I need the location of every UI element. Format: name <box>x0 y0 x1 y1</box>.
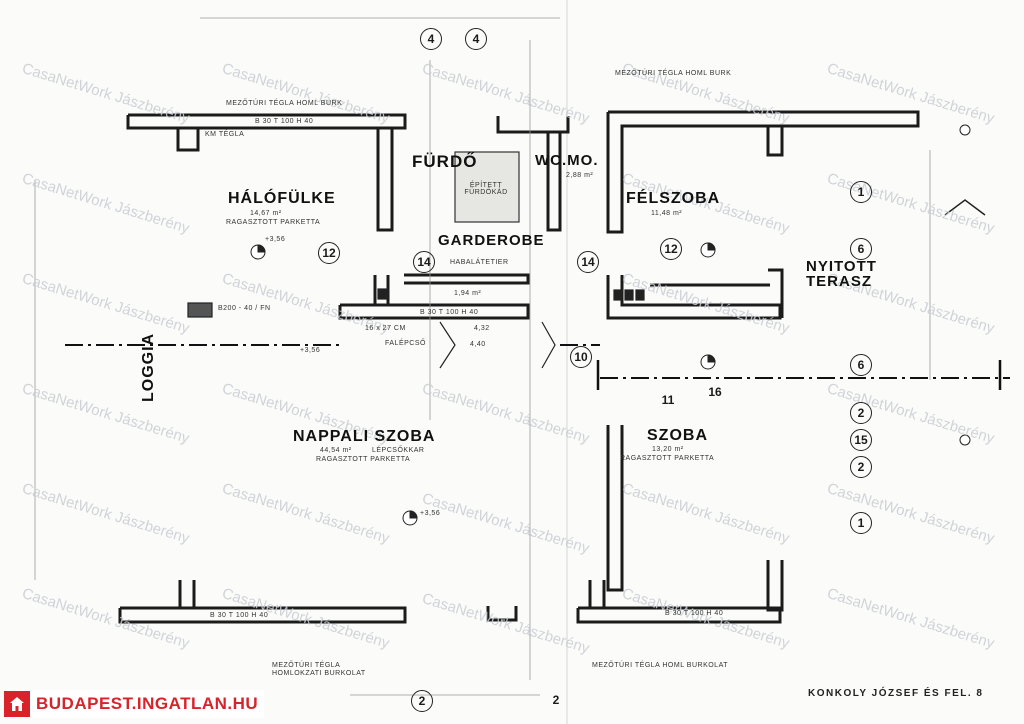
annotation-beam: B 30 T 100 H 40 <box>420 309 479 316</box>
axis-marker: 2 <box>552 693 560 707</box>
room-label-wc: WC.MO. <box>535 152 599 169</box>
axis-marker: 2 <box>850 402 872 424</box>
axis-marker: 6 <box>850 354 872 376</box>
annotation-wall-bottom-left2: HOMLOKZATI BURKOLAT <box>272 670 366 677</box>
room-area-nappali: 44,54 m² <box>320 447 352 454</box>
axis-marker: 2 <box>411 690 433 712</box>
annotation-dim: 4,32 <box>474 325 490 332</box>
annotation-level: +3,56 <box>265 236 286 243</box>
room-floor-nappali: RAGASZTOTT PARKETTA <box>316 456 411 463</box>
room-area-wc: 2,88 m² <box>566 172 594 179</box>
annotation-dim: 4,40 <box>470 341 486 348</box>
axis-marker: 2 <box>850 456 872 478</box>
room-label-halofulke: HÁLÓFÜLKE <box>228 190 336 207</box>
house-icon <box>4 691 30 717</box>
axis-marker: 1 <box>850 512 872 534</box>
annotation-beam: B 30 T 100 H 40 <box>665 610 724 617</box>
room-area-szoba: 13,20 m² <box>652 446 684 453</box>
site-logo[interactable]: BUDAPEST.INGATLAN.HU <box>4 690 265 718</box>
axis-marker: 12 <box>318 242 340 264</box>
annotation-level: +3,56 <box>420 510 441 517</box>
annotation-km-tegla: KM TÉGLA <box>205 131 245 138</box>
annotation-level: +3,56 <box>300 347 321 354</box>
room-floor-szoba: RAGASZTOTT PARKETTA <box>620 455 715 462</box>
room-label-terasz-line1: NYITOTT <box>806 258 877 275</box>
axis-marker: 4 <box>420 28 442 50</box>
axis-marker: 12 <box>660 238 682 260</box>
annotation-stair: 16 x 27 CM <box>365 325 406 332</box>
room-note-nappali: LÉPCSŐKKAR <box>372 447 425 454</box>
axis-marker: 10 <box>570 346 592 368</box>
axis-marker: 6 <box>850 238 872 260</box>
axis-marker: 15 <box>850 429 872 451</box>
annotation-beam: B 30 T 100 H 40 <box>210 612 269 619</box>
room-note-garderobe: HABALÁTETIER <box>450 259 509 266</box>
room-label-furdo: FÜRDŐ <box>412 152 478 171</box>
logo-text: BUDAPEST.INGATLAN.HU <box>36 694 259 713</box>
axis-marker: 14 <box>577 251 599 273</box>
annotation-stair-area: 1,94 m² <box>454 290 482 297</box>
room-label-garderobe: GARDEROBE <box>438 232 545 249</box>
annotation-wall-top-right: MEZŐTÚRI TÉGLA HOML BURK <box>615 70 732 77</box>
annotation-wall-bottom-left: MEZŐTÚRI TÉGLA <box>272 662 341 669</box>
axis-marker: 4 <box>465 28 487 50</box>
axis-marker: 16 <box>708 385 722 399</box>
room-floor-halofulke: RAGASZTOTT PARKETTA <box>226 219 321 226</box>
annotation-falepcso: FALÉPCSŐ <box>385 340 426 347</box>
room-area-felszoba: 11,48 m² <box>651 210 683 217</box>
architect-signature: KONKOLY JÓZSEF ÉS FEL. 8 <box>808 688 984 699</box>
room-label-terasz-line2: TERASZ <box>806 273 872 290</box>
room-label-loggia: LOGGIA <box>140 332 157 402</box>
annotation-b200: B200 - 40 / FN <box>218 305 271 312</box>
room-label-felszoba: FÉLSZOBA <box>626 190 721 207</box>
room-fixture-furdo: ÉPÍTETT FÜRDŐKÁD <box>464 182 508 196</box>
room-label-nappali: NAPPALI SZOBA <box>293 428 436 445</box>
axis-marker: 1 <box>850 181 872 203</box>
annotation-wall-bottom-right: MEZŐTÚRI TÉGLA HOML BURKOLAT <box>592 662 729 669</box>
axis-marker: 14 <box>413 251 435 273</box>
annotation-wall-top-left: MEZŐTÚRI TÉGLA HOML BURK <box>226 100 343 107</box>
annotation-beam: B 30 T 100 H 40 <box>255 118 314 125</box>
room-area-halofulke: 14,67 m² <box>250 210 282 217</box>
room-label-szoba: SZOBA <box>647 427 708 444</box>
axis-marker: 11 <box>661 393 675 407</box>
